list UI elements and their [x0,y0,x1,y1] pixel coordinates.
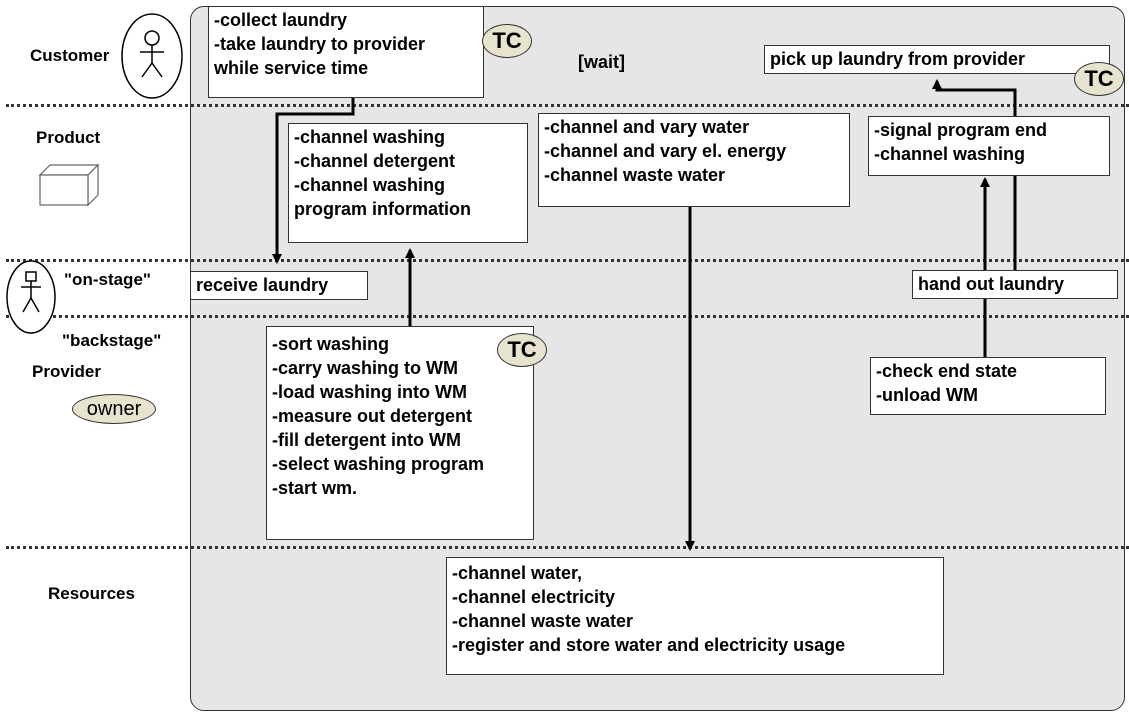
backstage-sort-box: -sort washing -carry washing to WM -load… [266,326,534,540]
resources-line-3: -channel waste water [452,611,634,631]
resources-line-2: -channel electricity [452,587,616,607]
product-water-line-1: -channel and vary water [544,117,750,137]
resources-line-1: -channel water, [452,563,583,583]
backstage-sort-line-4: -measure out detergent [272,406,473,426]
lane-label-customer: Customer [30,46,110,65]
backstage-check-box: -check end state -unload WM [870,357,1106,415]
lane-label-provider: Provider [32,362,101,381]
lane-label-onstage: "on-stage" [64,270,151,289]
lane-label-product: Product [36,128,101,147]
wait-label: [wait] [578,52,625,72]
tc-badge-customer-collect: TC [482,24,532,58]
backstage-sort-line-6: -select washing program [272,454,485,474]
resources-line-4: -register and store water and electricit… [452,635,846,655]
product-cube-icon [38,163,100,207]
product-water-line-2: -channel and vary el. energy [544,141,787,161]
product-signal-box: -signal program end -channel washing [868,116,1110,176]
lane-label-resources: Resources [48,584,135,603]
customer-actor-icon [121,13,183,99]
lane-separator-provider-resources [6,546,1129,549]
product-washing-line-3: -channel washing [294,175,446,195]
onstage-handout-box: hand out laundry [912,270,1118,299]
onstage-receive-box: receive laundry [190,271,368,300]
backstage-sort-line-1: -sort washing [272,334,390,354]
lane-separator-product-onstage [6,259,1129,262]
backstage-sort-line-7: -start wm. [272,478,358,498]
connector-collect-to-receive [272,98,355,264]
connector-handout-to-pickup [932,79,1017,270]
lane-label-backstage: "backstage" [62,331,162,350]
backstage-sort-line-3: -load washing into WM [272,382,467,402]
backstage-check-line-2: -unload WM [876,385,978,405]
backstage-check-line-1: -check end state [876,361,1018,381]
product-washing-line-4: program information [294,199,472,219]
lane-separator-customer-product [6,104,1129,107]
provider-actor-icon [6,260,56,334]
owner-badge: owner [72,394,156,424]
tc-badge-backstage-sort: TC [497,333,547,367]
customer-collect-line-3: while service time [214,58,369,78]
product-water-box: -channel and vary water -channel and var… [538,113,850,207]
lane-separator-onstage-backstage [6,315,1129,318]
tc-badge-customer-pickup: TC [1074,62,1124,96]
product-signal-line-2: -channel washing [874,144,1026,164]
customer-collect-line-2: -take laundry to provider [214,34,426,54]
customer-collect-box: -collect laundry -take laundry to provid… [208,6,484,98]
product-signal-line-1: -signal program end [874,120,1048,140]
product-washing-line-2: -channel detergent [294,151,456,171]
backstage-sort-line-5: -fill detergent into WM [272,430,461,450]
resources-box: -channel water, -channel electricity -ch… [446,557,944,675]
product-washing-line-1: -channel washing [294,127,446,147]
customer-collect-line-1: -collect laundry [214,10,348,30]
product-washing-box: -channel washing -channel detergent -cha… [288,123,528,243]
product-water-line-3: -channel waste water [544,165,726,185]
customer-pickup-box: pick up laundry from provider [764,45,1110,74]
backstage-sort-line-2: -carry washing to WM [272,358,459,378]
